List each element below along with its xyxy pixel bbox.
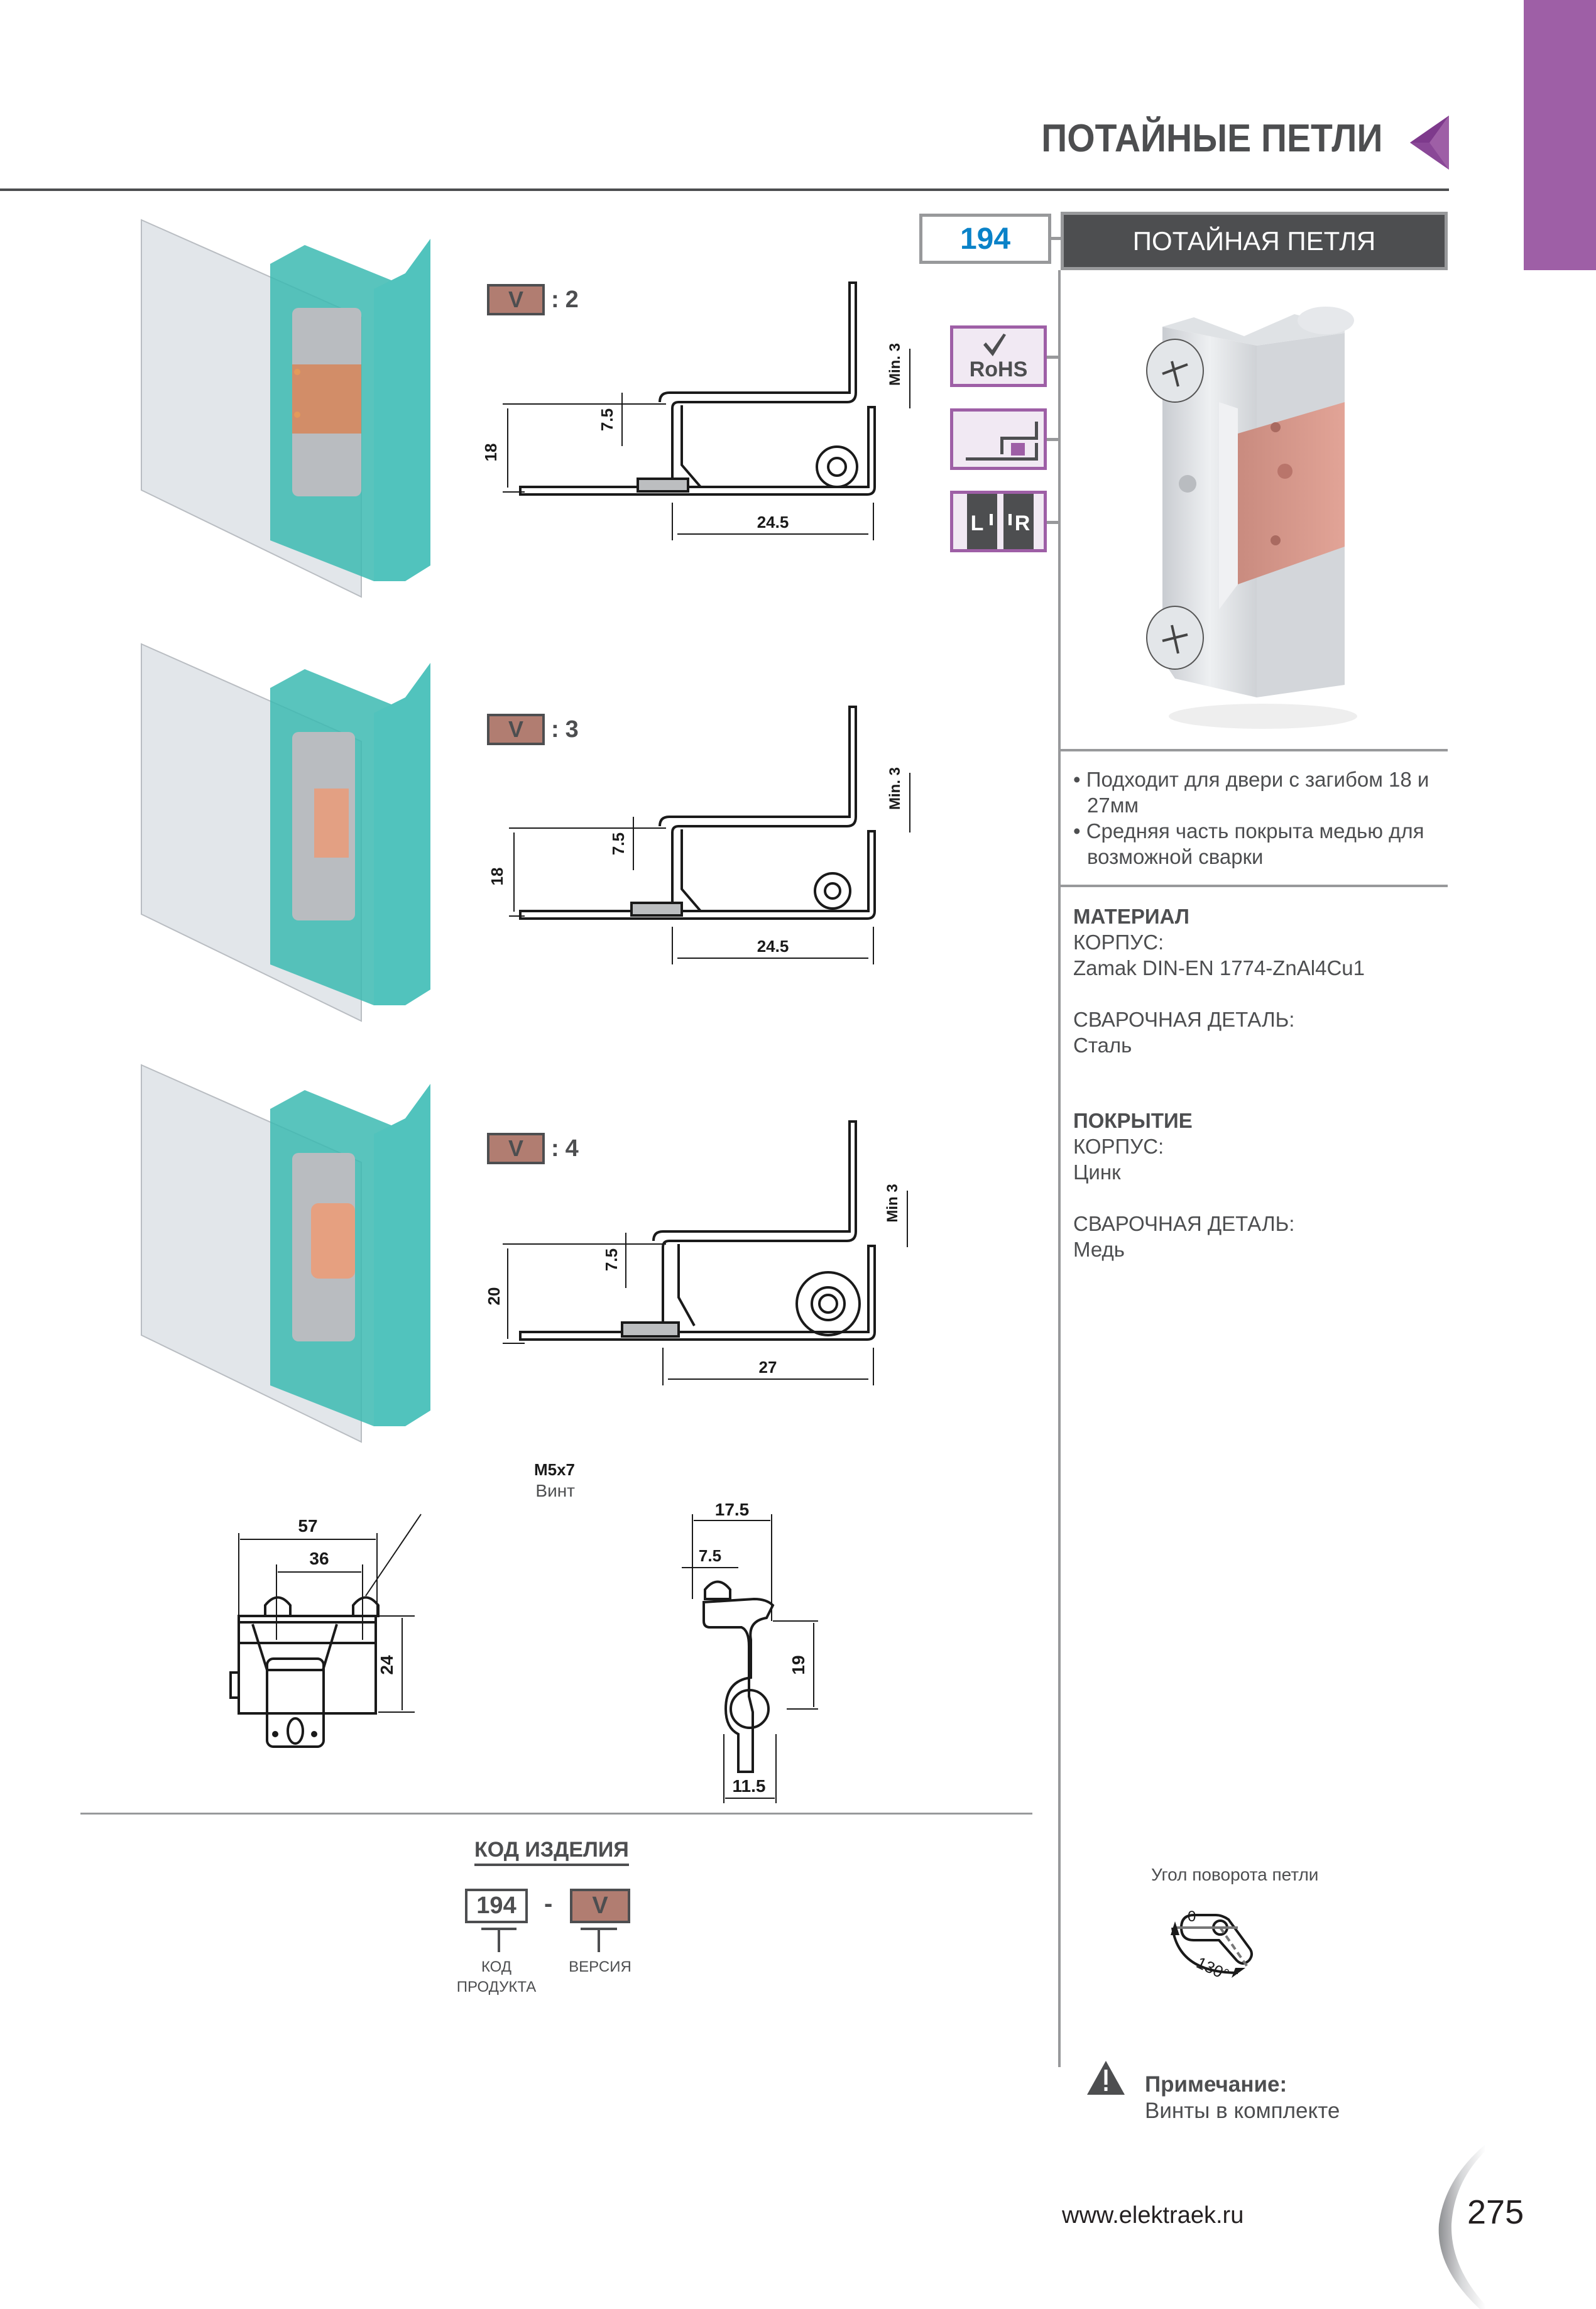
- section-color-tab: [1524, 0, 1596, 270]
- svg-text:7.5: 7.5: [609, 832, 628, 855]
- material-section: МАТЕРИАЛ КОРПУС: Zamak DIN-EN 1774-ZnAl4…: [1073, 903, 1365, 1058]
- material-weld-label: СВАРОЧНАЯ ДЕТАЛЬ:: [1073, 1008, 1295, 1031]
- material-heading: МАТЕРИАЛ: [1073, 905, 1189, 928]
- mount-position-icon: [966, 422, 1038, 461]
- page-number: 275: [1467, 2193, 1524, 2231]
- svg-text:7.5: 7.5: [598, 408, 616, 431]
- version-letter: V: [487, 714, 545, 745]
- ordering-product-code: 194: [465, 1889, 528, 1923]
- svg-text:24.5: 24.5: [757, 937, 789, 956]
- version-number: 4: [565, 1135, 579, 1162]
- installation-illustration-v3: [141, 643, 430, 1022]
- svg-text:RoHS: RoHS: [970, 358, 1028, 381]
- screw-name: Винт: [535, 1481, 575, 1500]
- screw-label: M5x7: [534, 1460, 575, 1479]
- section-drawing-v2: 18 7.5 24.5 Min. 3: [481, 281, 910, 540]
- dim-side-height: 19: [789, 1655, 808, 1674]
- feature-item: • Подходит для двери с загибом 18 и 27мм: [1073, 768, 1429, 817]
- svg-text:7.5: 7.5: [602, 1248, 621, 1271]
- product-code-caption: КОД ПРОДУКТА: [456, 1958, 537, 1995]
- column-divider: [1058, 270, 1061, 2067]
- svg-text:18: 18: [488, 868, 506, 886]
- svg-text:Min. 3: Min. 3: [887, 343, 904, 386]
- dim-overall-width: 57: [298, 1516, 317, 1536]
- product-code: 194: [919, 214, 1051, 264]
- badge-connector: [1047, 438, 1059, 441]
- version-letter: V: [487, 284, 545, 315]
- ordering-dash: -: [544, 1890, 553, 1918]
- divider: [1061, 749, 1448, 751]
- note-text: Винты в комплекте: [1145, 2099, 1340, 2123]
- coating-weld-value: Медь: [1073, 1238, 1125, 1261]
- note-title: Примечание:: [1145, 2072, 1287, 2097]
- coating-heading: ПОКРЫТИЕ: [1073, 1109, 1193, 1132]
- svg-text:27: 27: [759, 1358, 777, 1377]
- version-label-v4: V : 4: [487, 1133, 579, 1164]
- dim-screw-pitch: 36: [309, 1549, 329, 1568]
- version-separator: :: [551, 286, 559, 313]
- feature-item: • Средняя часть покрыта медью для возмож…: [1073, 819, 1424, 868]
- rotation-start: 0: [1188, 1908, 1196, 1925]
- warning-icon: [1087, 2061, 1125, 2095]
- version-letter: V: [487, 1133, 545, 1164]
- svg-text:R: R: [1015, 511, 1030, 535]
- coating-weld-label: СВАРОЧНАЯ ДЕТАЛЬ:: [1073, 1212, 1295, 1235]
- divider: [80, 1813, 1032, 1815]
- installation-illustration-v2: [141, 219, 430, 598]
- version-label-v3: V : 3: [487, 714, 579, 745]
- section-drawing-v3: 18 7.5 24.5 Min. 3: [488, 706, 910, 964]
- page-tab-shape: [1438, 2136, 1596, 2309]
- version-separator: :: [551, 1135, 559, 1162]
- version-number: 2: [565, 286, 579, 313]
- ordering-title: КОД ИЗДЕЛИЯ: [474, 1838, 629, 1866]
- version-separator: :: [551, 716, 559, 743]
- svg-text:24.5: 24.5: [757, 513, 789, 532]
- connector-line: [1051, 237, 1063, 240]
- dim-side-offset: 7.5: [699, 1546, 721, 1565]
- svg-text:18: 18: [481, 444, 500, 462]
- product-photo: [1146, 307, 1357, 729]
- ordering-connectors: [481, 1928, 617, 1952]
- svg-text:Min 3: Min 3: [884, 1184, 901, 1222]
- svg-text:20: 20: [484, 1287, 503, 1306]
- section-arrow-icon: [1410, 116, 1449, 170]
- dim-side-bottom: 11.5: [733, 1776, 766, 1796]
- version-caption: ВЕРСИЯ: [569, 1958, 631, 1975]
- material-body-label: КОРПУС:: [1073, 931, 1164, 954]
- divider: [1061, 885, 1448, 887]
- version-label-v2: V : 2: [487, 284, 579, 315]
- rotation-angle: 130°: [1193, 1953, 1232, 1984]
- material-weld-value: Сталь: [1073, 1034, 1132, 1057]
- dim-height: 24: [377, 1655, 396, 1675]
- mount-position-badge: [950, 408, 1047, 470]
- front-view-drawing: M5x7 Винт 57 36 24: [229, 1460, 575, 1748]
- side-view-drawing: 17.5 7.5 19 11.5: [682, 1500, 818, 1803]
- product-name: ПОТАЙНАЯ ПЕТЛЯ: [1061, 212, 1448, 270]
- header-divider: [0, 188, 1449, 191]
- version-number: 3: [565, 716, 579, 743]
- website-link[interactable]: www.elektraek.ru: [1062, 2202, 1244, 2229]
- coating-section: ПОКРЫТИЕ КОРПУС: Цинк СВАРОЧНАЯ ДЕТАЛЬ: …: [1073, 1108, 1294, 1262]
- section-drawing-v4: 20 7.5 27 Min 3: [484, 1120, 908, 1385]
- rotation-title: Угол поворота петли: [1151, 1865, 1319, 1884]
- svg-text:Min. 3: Min. 3: [887, 767, 904, 810]
- badge-connector: [1047, 356, 1059, 359]
- installation-illustration-v4: [141, 1064, 430, 1443]
- rohs-icon: RoHS: [970, 334, 1028, 381]
- left-right-badge: L R: [950, 491, 1047, 552]
- rotation-angle-diagram: 0 130°: [1171, 1908, 1253, 1984]
- coating-body-label: КОРПУС:: [1073, 1135, 1164, 1158]
- material-body-value: Zamak DIN-EN 1774-ZnAl4Cu1: [1073, 956, 1365, 980]
- page-title: ПОТАЙНЫЕ ПЕТЛИ: [1041, 117, 1382, 160]
- dim-side-top: 17.5: [715, 1500, 750, 1519]
- svg-text:L: L: [971, 511, 984, 535]
- ordering-version: V: [570, 1889, 630, 1923]
- rohs-badge: RoHS: [950, 325, 1047, 387]
- left-right-icon: L R: [967, 494, 1034, 549]
- badge-connector: [1047, 521, 1059, 524]
- coating-body-value: Цинк: [1073, 1160, 1121, 1184]
- feature-list: • Подходит для двери с загибом 18 и 27мм…: [1073, 767, 1450, 870]
